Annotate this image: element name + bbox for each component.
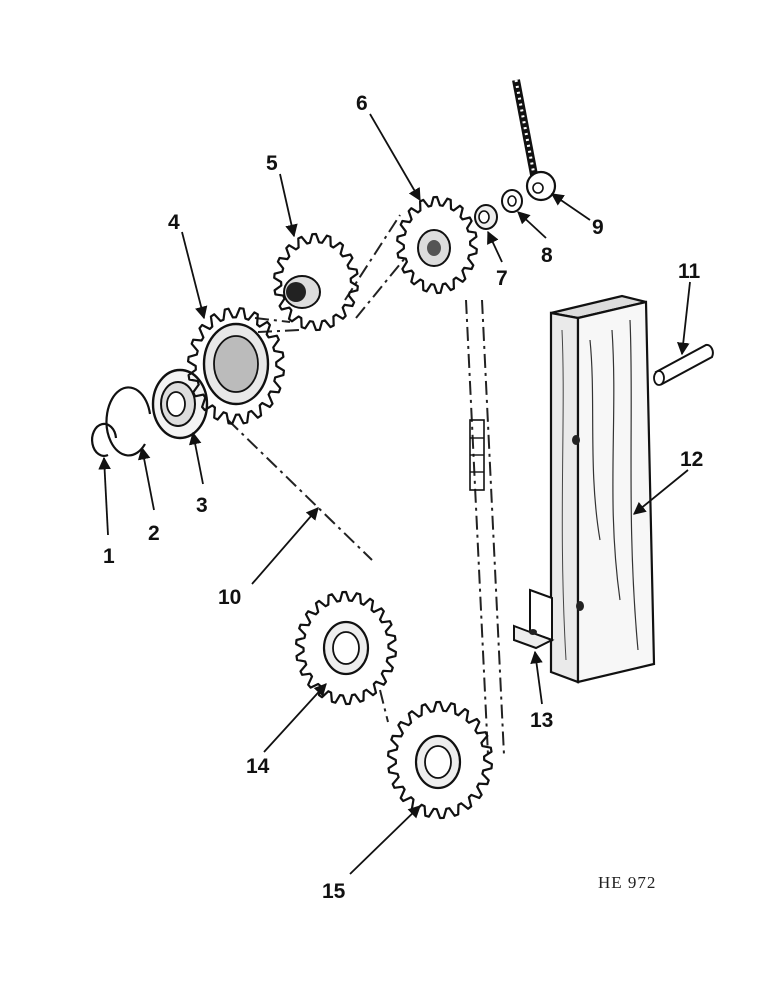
callout-6: 6 (356, 92, 368, 115)
drive-chain-right (465, 299, 505, 756)
retaining-ring-2 (105, 386, 152, 457)
callout-1: 1 (103, 545, 115, 568)
callout-11: 11 (678, 260, 701, 283)
sprocket-14 (295, 590, 397, 706)
callout-13: 13 (530, 709, 553, 732)
pin-11 (653, 343, 714, 386)
spacer-7 (474, 204, 498, 230)
sprocket-6 (396, 195, 478, 295)
callout-9: 9 (592, 216, 604, 239)
bracket-13 (513, 588, 555, 650)
callout-4: 4 (168, 211, 180, 234)
sprocket-5 (273, 232, 359, 332)
wooden-support-bar-12 (549, 294, 656, 684)
drive-chain-lower (379, 689, 389, 723)
callout-7: 7 (496, 267, 508, 290)
bearing-3 (151, 368, 209, 440)
washer-8 (501, 189, 523, 213)
callout-3: 3 (196, 494, 208, 517)
drive-chain-upper (254, 214, 406, 333)
callout-14: 14 (246, 755, 270, 778)
callout-12: 12 (680, 448, 703, 471)
sprocket-4 (187, 307, 285, 425)
callout-2: 2 (148, 522, 160, 545)
figure-code: HE 972 (598, 873, 656, 892)
snap-ring-1 (91, 422, 118, 457)
tension-bolt-9 (512, 79, 557, 202)
callout-5: 5 (266, 152, 278, 175)
callout-10: 10 (218, 586, 241, 609)
callout-8: 8 (541, 244, 553, 267)
sprocket-15 (387, 700, 493, 820)
drive-chain-long-10 (227, 419, 373, 561)
leader-lines (98, 113, 691, 875)
callout-15: 15 (322, 880, 346, 903)
